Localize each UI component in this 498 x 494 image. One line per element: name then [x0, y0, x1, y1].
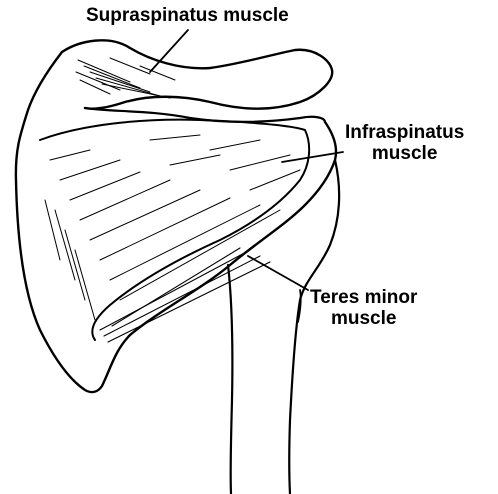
teres-minor-hatching [100, 248, 270, 342]
infraspinatus-label-line2: muscle [345, 143, 464, 164]
infraspinatus-label-line1: Infraspinatus [345, 122, 464, 143]
acromion-outline [62, 40, 332, 108]
teres-minor-label: Teres minor muscle [310, 287, 417, 329]
teres-minor-leader [248, 256, 308, 290]
infraspinatus-label: Infraspinatus muscle [345, 122, 464, 164]
scapula-outline [16, 52, 336, 392]
supraspinatus-label-text: Supraspinatus muscle [86, 5, 289, 26]
humerus-left-edge [228, 265, 232, 494]
teres-minor-label-line1: Teres minor [310, 287, 417, 308]
teres-minor-label-line2: muscle [310, 308, 417, 329]
supraspinatus-hatching [76, 58, 175, 98]
supraspinatus-label: Supraspinatus muscle [86, 5, 289, 26]
infraspinatus-hatching [45, 135, 300, 320]
